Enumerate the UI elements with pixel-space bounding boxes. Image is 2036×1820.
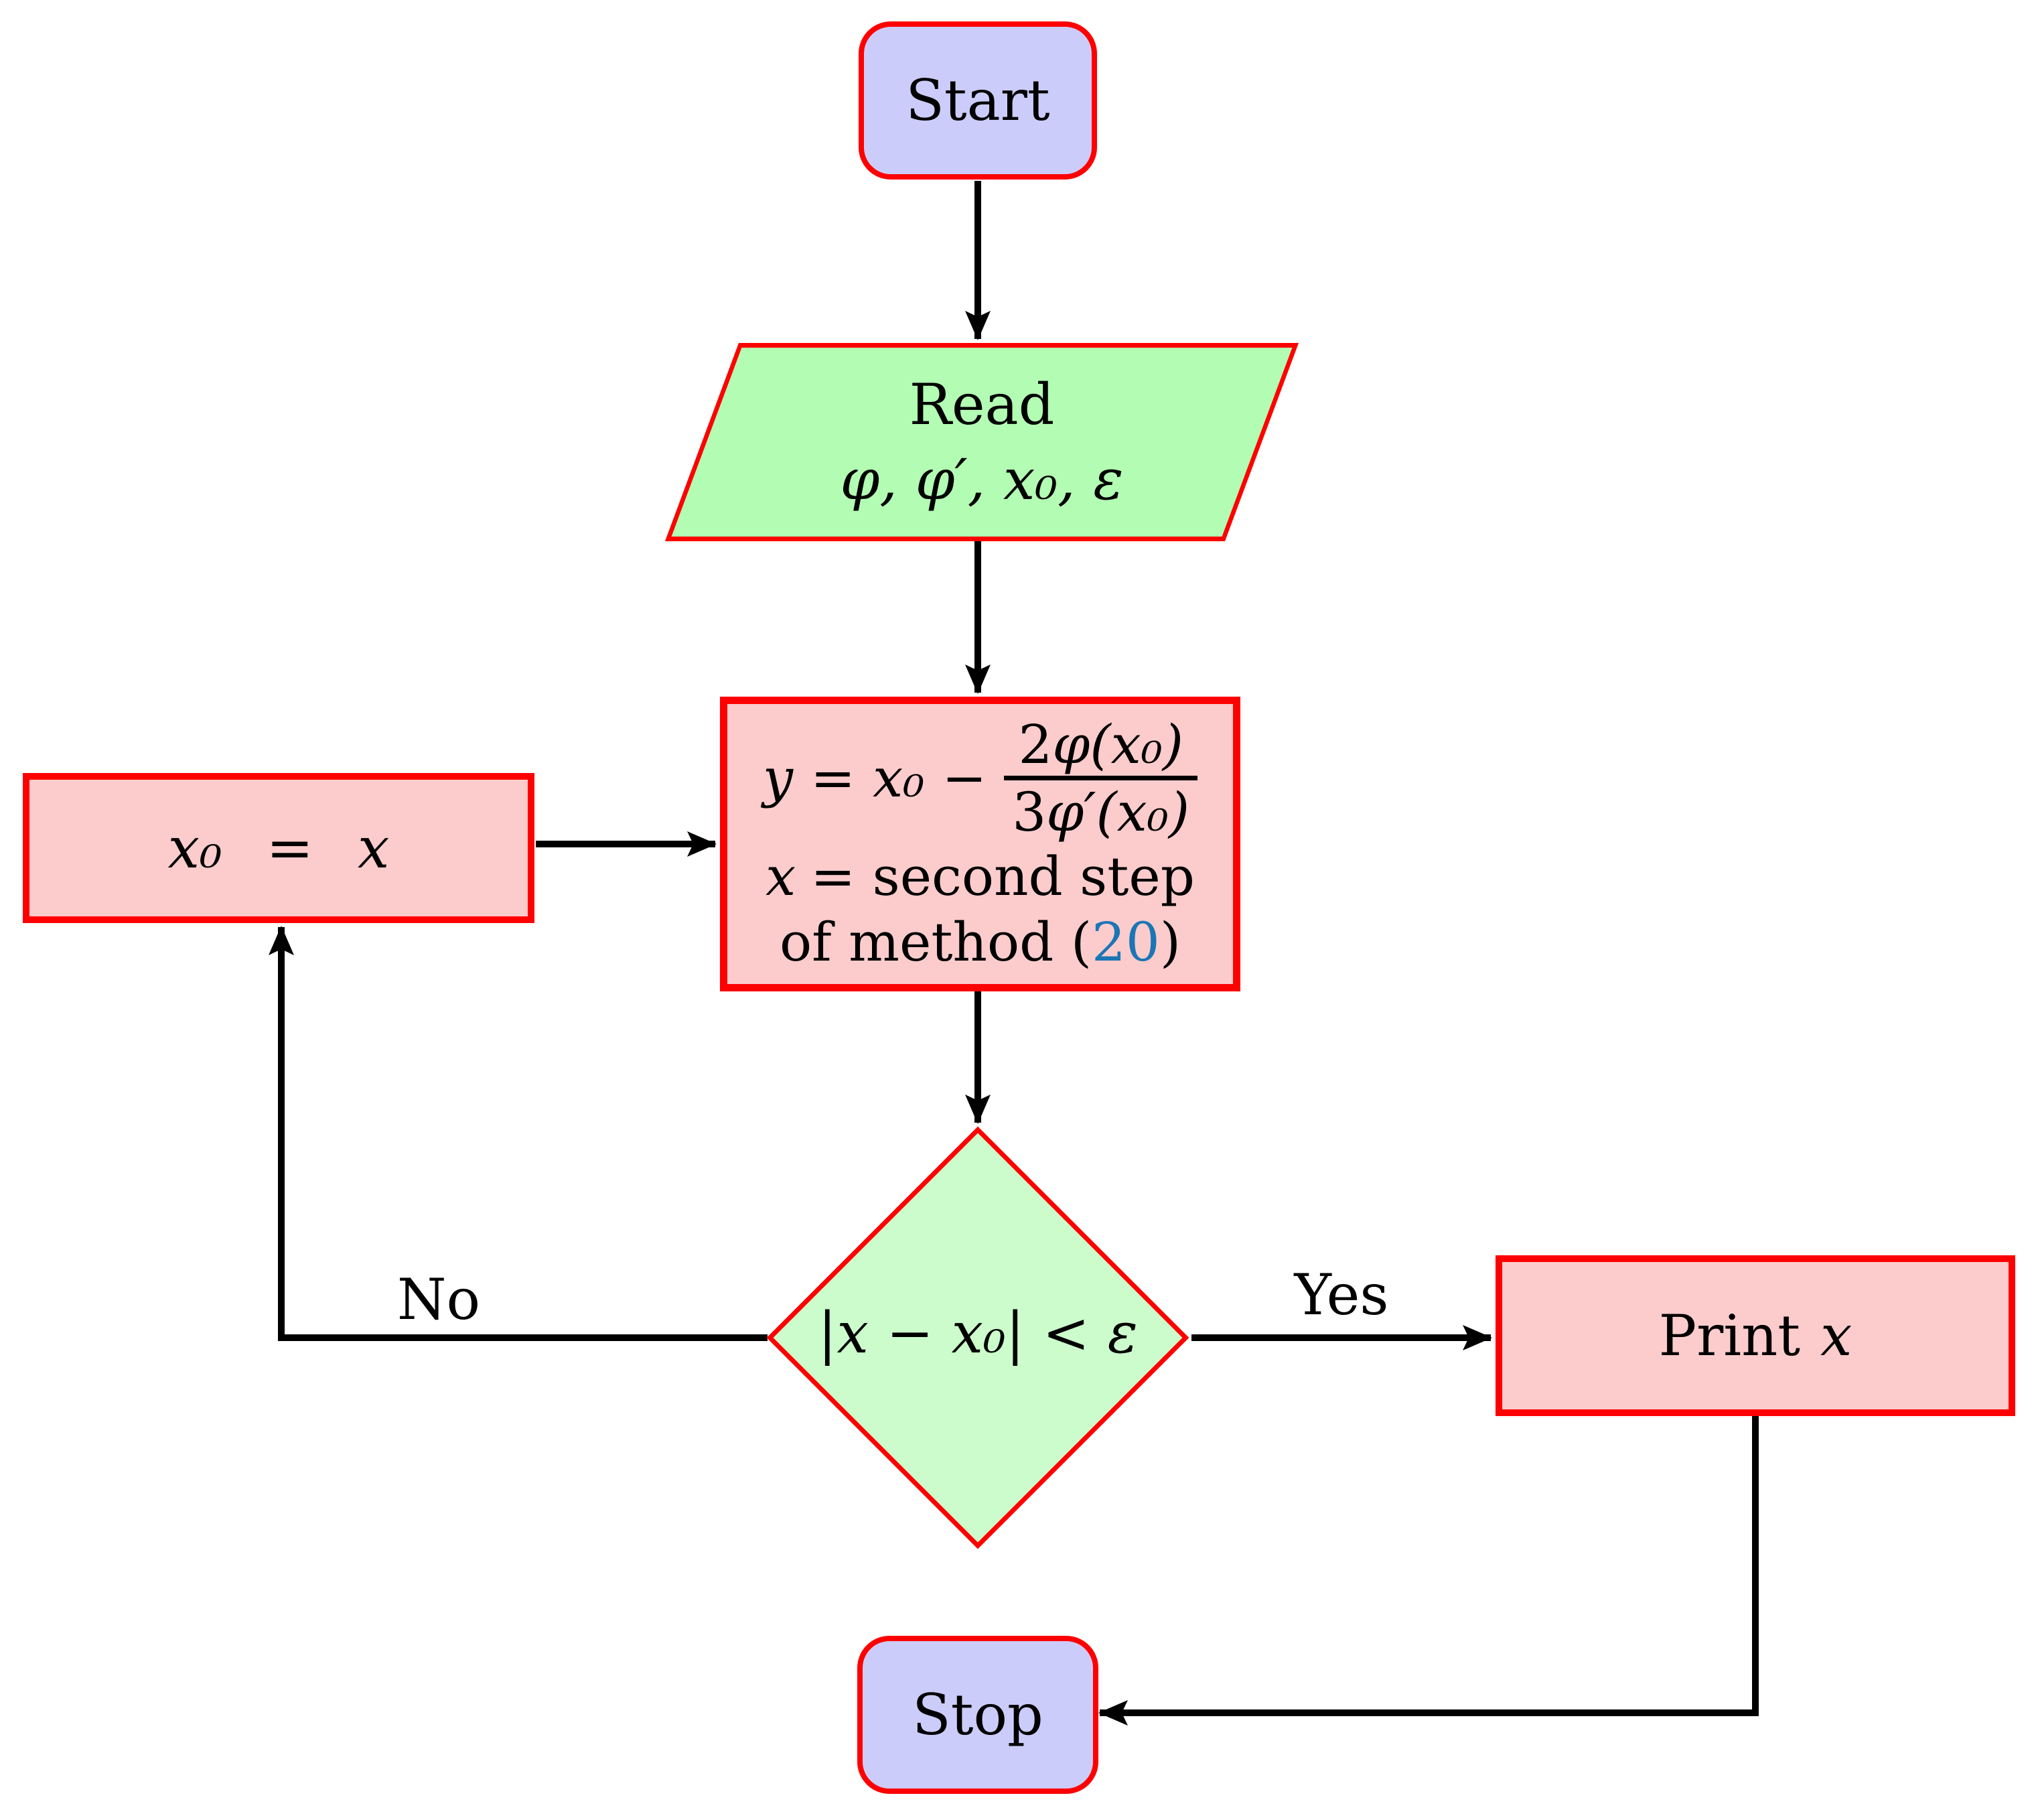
compute-node: y = x₀ − 2φ(x₀) 3φ′(x₀) x = second step … <box>720 697 1240 991</box>
denominator-function: φ′(x₀) <box>1046 780 1190 843</box>
numerator-coefficient: 2 <box>1018 713 1053 776</box>
numerator-function: φ(x₀) <box>1052 713 1183 776</box>
compute-second-step-row: x = second step <box>766 845 1195 908</box>
method-closing-paren: ) <box>1159 910 1181 973</box>
read-arguments: φ, φ′, x₀, ε <box>840 447 1124 512</box>
second-step-text: = second step <box>810 845 1195 908</box>
yes-edge-label: Yes <box>1294 1262 1389 1328</box>
method-text: of method ( <box>779 910 1092 973</box>
equation-x0-term: x₀ <box>873 747 925 809</box>
no-edge-label: No <box>396 1267 481 1332</box>
assign-rhs: x <box>358 815 390 881</box>
equation-reference-link[interactable]: 20 <box>1092 910 1160 973</box>
compute-equation-row: y = x₀ − 2φ(x₀) 3φ′(x₀) <box>762 717 1198 839</box>
edge-print-to-stop <box>1098 1415 1759 1726</box>
edge-decision-no-to-assign <box>269 926 768 1341</box>
fraction-numerator: 2φ(x₀) <box>1010 717 1191 776</box>
print-verb: Print <box>1658 1303 1801 1369</box>
equation-lhs: y <box>762 747 794 809</box>
assign-equals-sign: = <box>266 815 314 881</box>
print-node: Print x <box>1496 1255 2015 1416</box>
assign-node: x₀ = x <box>23 773 534 923</box>
read-title: Read <box>909 372 1055 437</box>
read-node-label: Read φ, φ′, x₀, ε <box>702 343 1262 541</box>
equation-equals-sign: = <box>810 747 856 809</box>
equation-fraction: 2φ(x₀) 3φ′(x₀) <box>1004 717 1198 839</box>
print-variable: x <box>1820 1303 1852 1369</box>
decision-node-label: |x − x₀| < ε <box>777 1279 1179 1387</box>
fraction-denominator: 3φ′(x₀) <box>1004 775 1198 839</box>
compute-method-row: of method (20) <box>780 914 1181 971</box>
assign-lhs: x₀ <box>167 815 222 881</box>
start-node: Start <box>859 21 1097 180</box>
stop-label: Stop <box>912 1682 1043 1748</box>
decision-condition: |x − x₀| < ε <box>818 1300 1138 1366</box>
equation-minus-sign: − <box>942 747 987 809</box>
stop-node: Stop <box>857 1636 1098 1794</box>
denominator-coefficient: 3 <box>1012 780 1047 843</box>
second-step-variable: x <box>766 845 796 908</box>
start-label: Start <box>905 68 1050 133</box>
